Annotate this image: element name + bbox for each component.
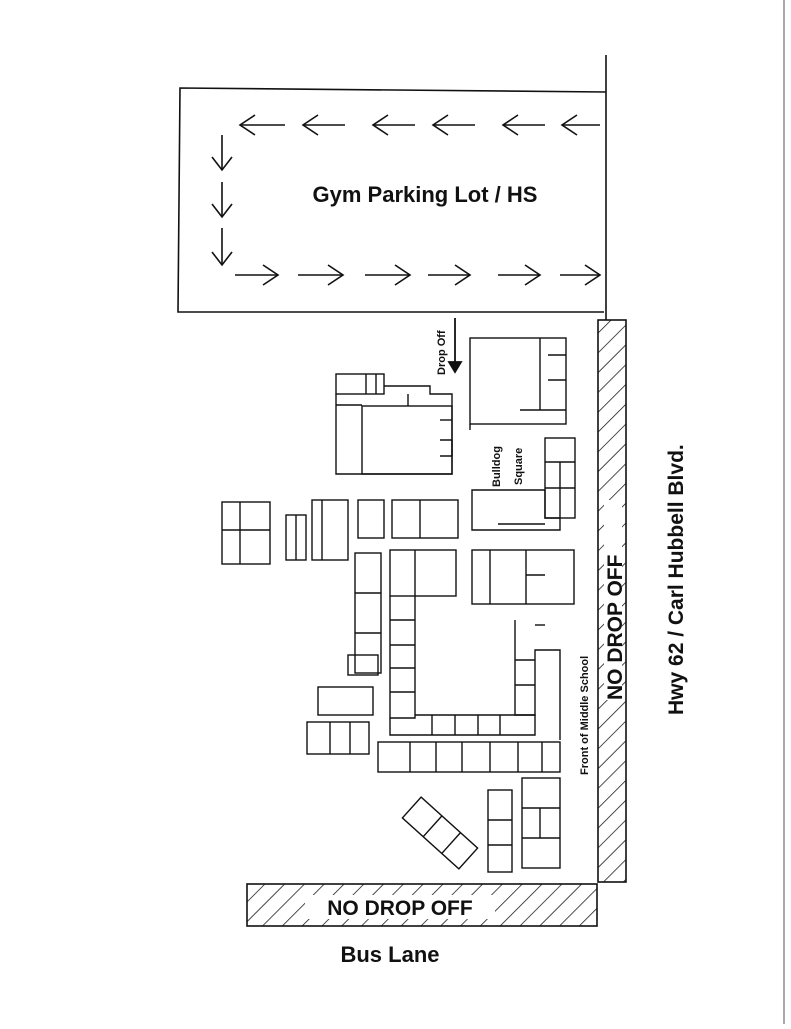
arrow-icon (211, 135, 233, 172)
gym-building (469, 337, 567, 430)
no-drop-off-label-bottom: NO DROP OFF (327, 897, 473, 920)
gym-lot-label: Gym Parking Lot / HS (313, 182, 538, 207)
school-buildings (221, 337, 576, 873)
bulldog-square-label-line2: Square (513, 448, 525, 485)
arrow-icon (428, 264, 472, 286)
arrow-icon (501, 114, 545, 136)
arrow-icon (238, 114, 285, 136)
bulldog-square-label-line1: Bulldog (491, 446, 503, 487)
arrow-icon (211, 182, 233, 219)
arrow-icon (298, 264, 345, 286)
portable-building (401, 796, 479, 870)
small-buildings-row (221, 499, 459, 565)
no-drop-off-label-right: NO DROP OFF (604, 554, 627, 700)
left-small-buildings (306, 654, 379, 755)
front-of-middle-school-label: Front of Middle School (579, 656, 591, 775)
highway-label: Hwy 62 / Carl Hubbell Blvd. (665, 444, 688, 715)
arrow-icon (211, 228, 233, 267)
arrow-icon (498, 264, 542, 286)
arrow-icon (235, 264, 280, 286)
upper-left-building (335, 373, 453, 475)
arrow-icon (431, 114, 475, 136)
gym-parking-lot (177, 55, 607, 320)
bulldog-square-buildings (471, 437, 576, 605)
bottom-buildings (487, 777, 561, 873)
arrow-icon (371, 114, 415, 136)
bus-lane-label: Bus Lane (340, 942, 439, 967)
middle-school-building (354, 549, 561, 773)
arrow-icon (560, 264, 602, 286)
arrow-icon (301, 114, 345, 136)
arrow-icon (365, 264, 412, 286)
drop-off-label: Drop Off (436, 330, 448, 375)
arrow-icon (560, 114, 600, 136)
arrow-down-icon (447, 318, 463, 374)
lot-arrows (211, 114, 602, 286)
